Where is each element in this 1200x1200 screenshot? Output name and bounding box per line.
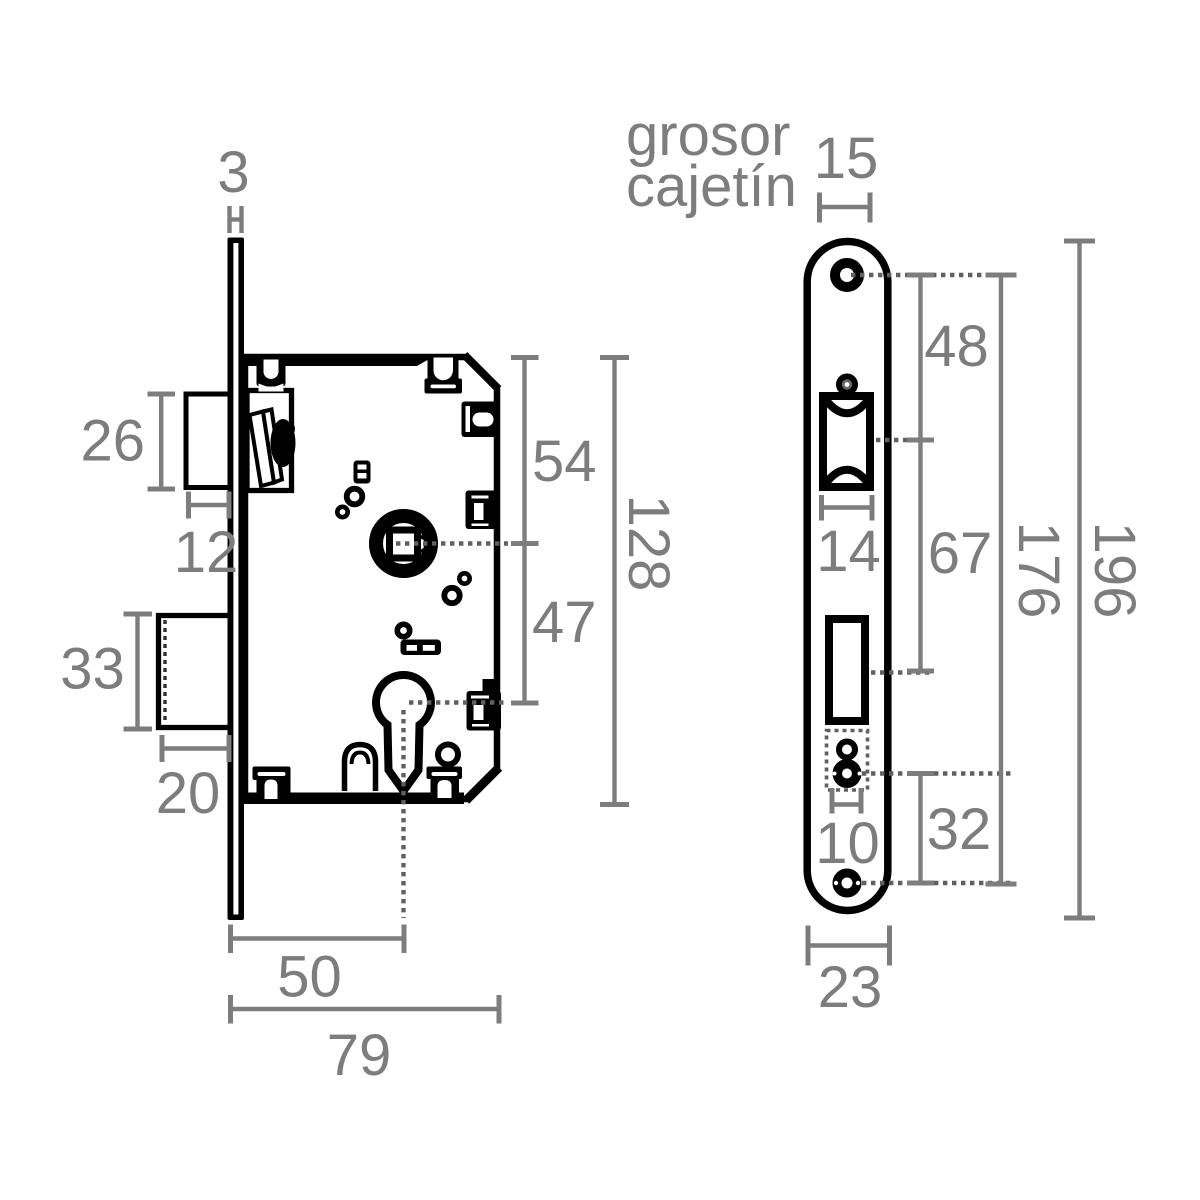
svg-text:grosor: grosor [626, 103, 790, 168]
svg-text:54: 54 [532, 429, 597, 494]
svg-text:47: 47 [532, 590, 597, 655]
svg-text:176: 176 [1006, 522, 1071, 619]
svg-text:20: 20 [156, 761, 221, 826]
svg-text:128: 128 [616, 495, 681, 592]
svg-text:50: 50 [277, 945, 342, 1010]
svg-text:3: 3 [217, 140, 249, 205]
svg-text:15: 15 [814, 126, 879, 191]
svg-text:12: 12 [174, 520, 239, 585]
svg-text:14: 14 [816, 519, 881, 584]
svg-text:23: 23 [818, 955, 883, 1020]
svg-text:32: 32 [927, 797, 992, 862]
svg-text:26: 26 [81, 409, 146, 474]
svg-text:10: 10 [815, 811, 880, 876]
svg-text:67: 67 [928, 521, 993, 586]
svg-text:196: 196 [1082, 522, 1147, 619]
svg-text:79: 79 [327, 1023, 392, 1088]
svg-text:48: 48 [924, 314, 989, 379]
svg-text:cajetín: cajetín [626, 154, 797, 219]
svg-text:33: 33 [60, 637, 125, 702]
